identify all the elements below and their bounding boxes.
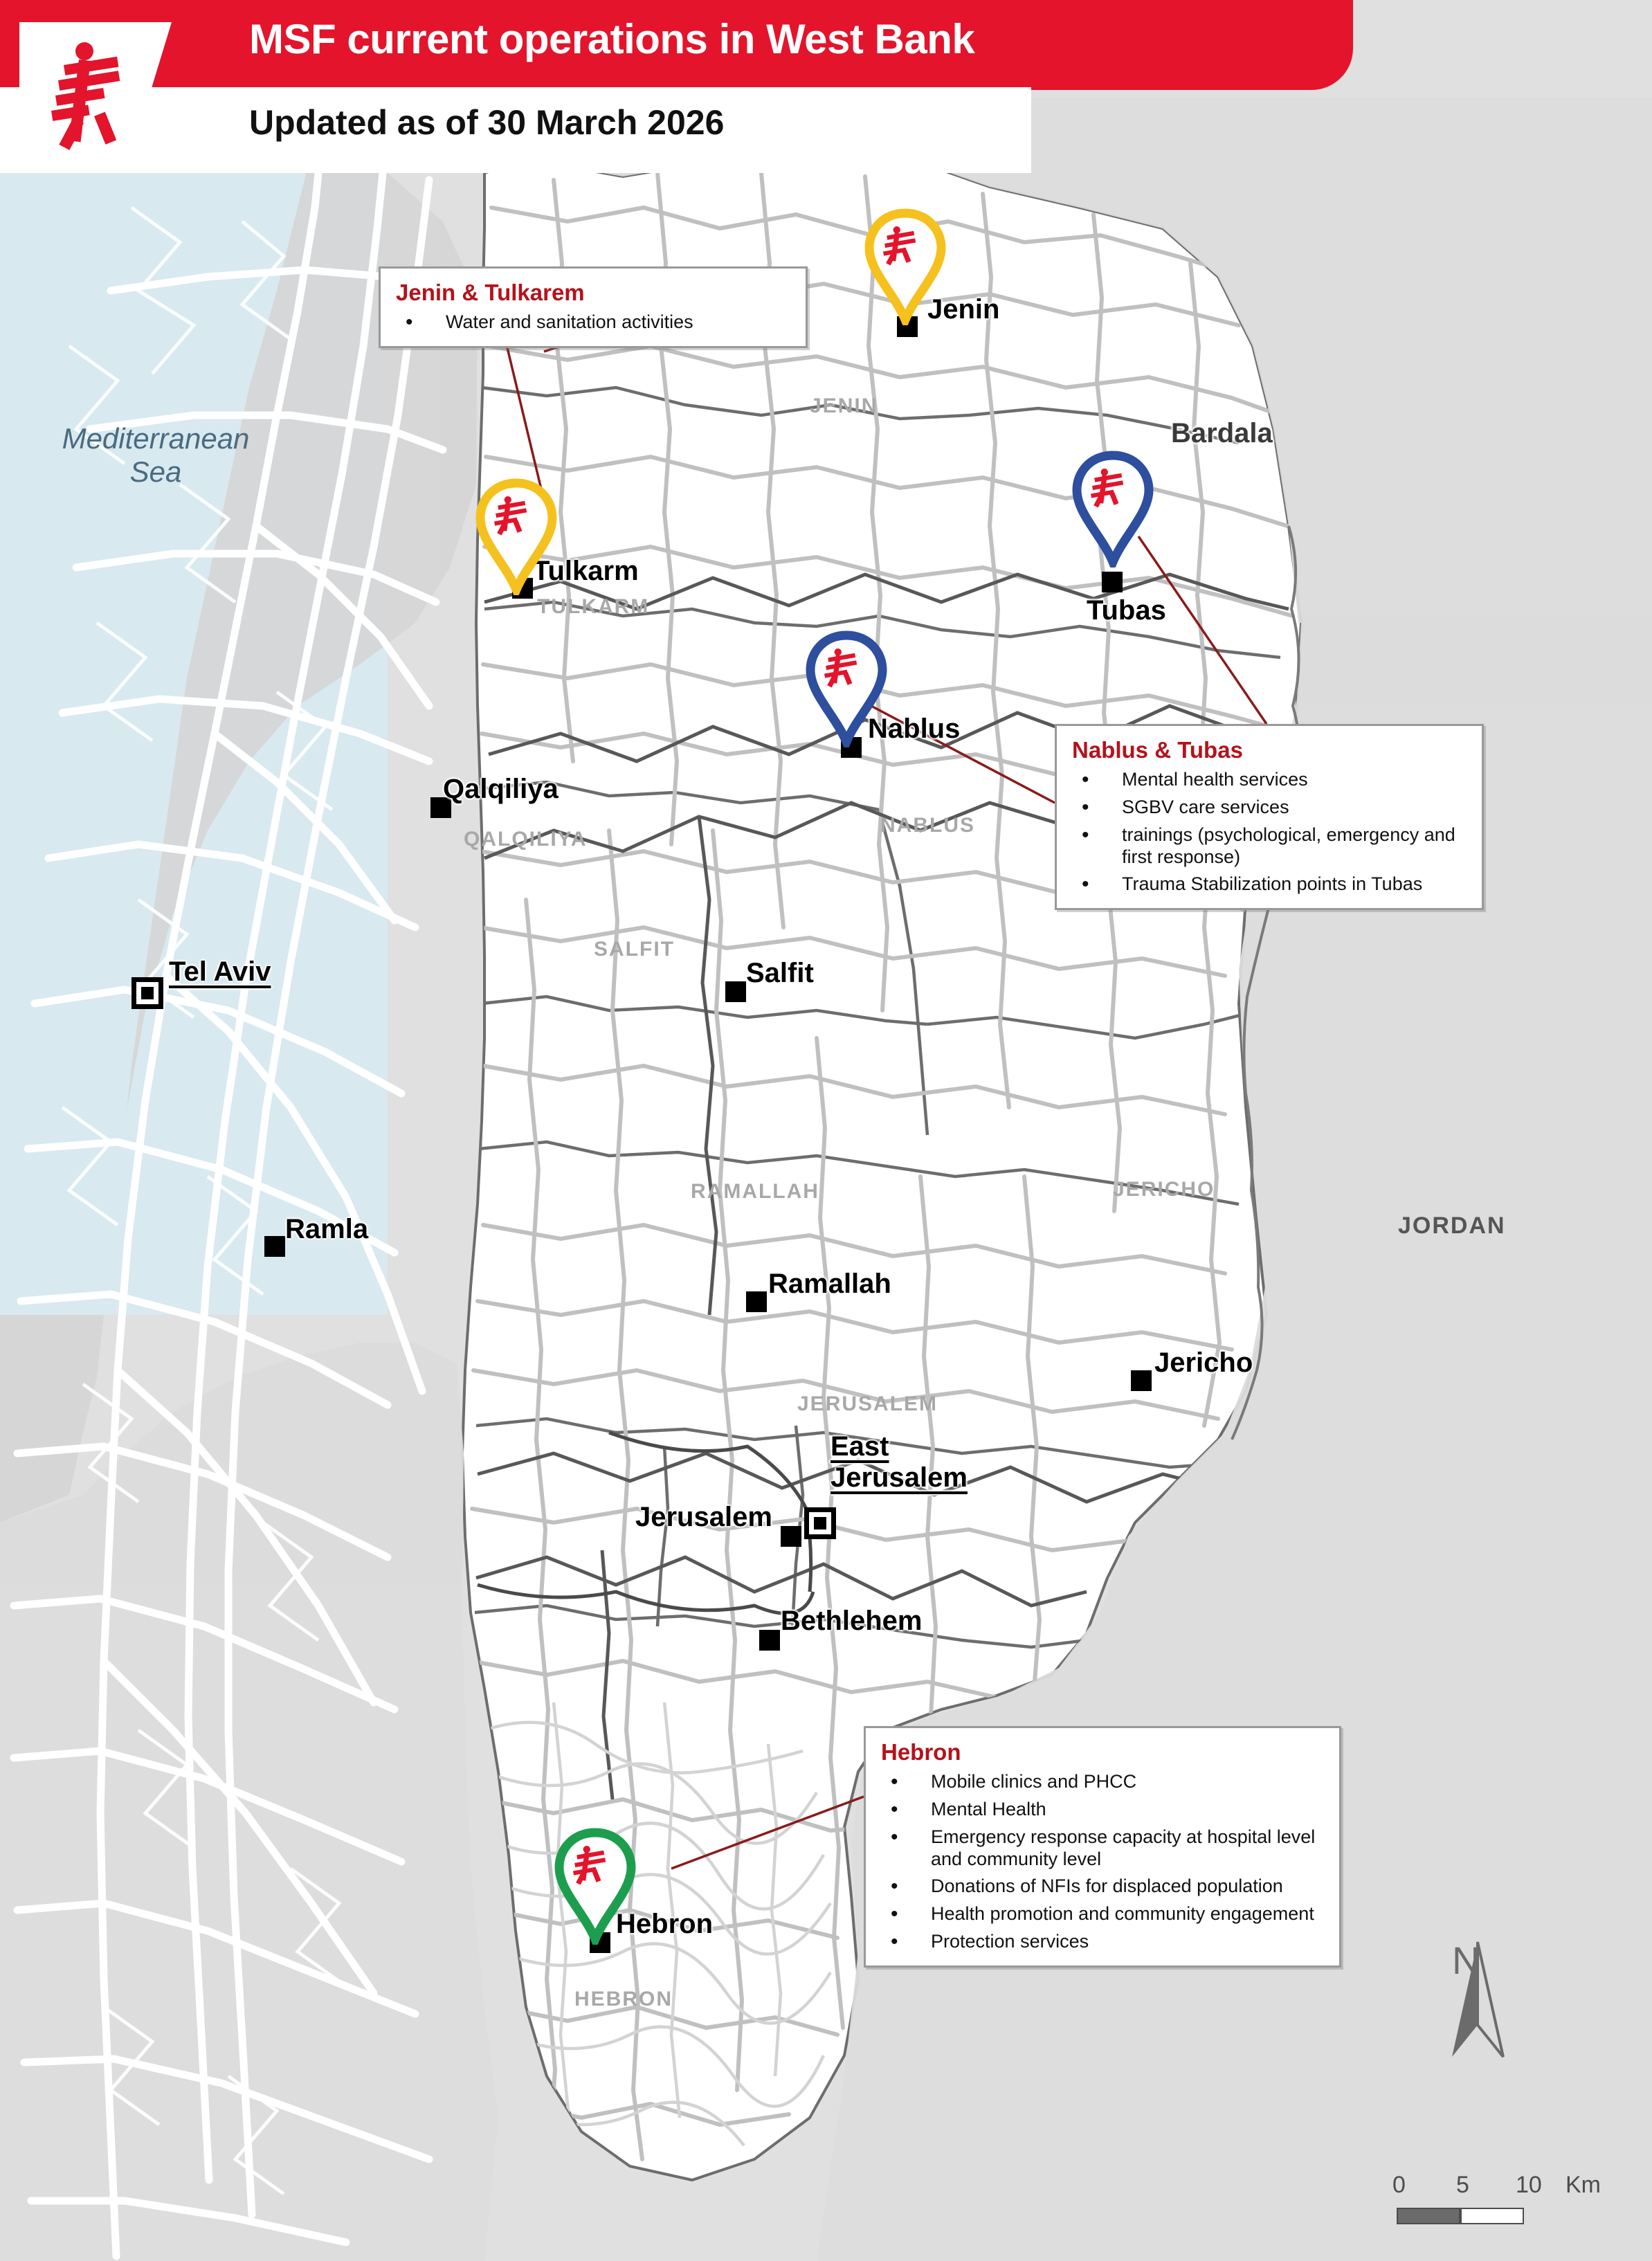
city-marker-bethlehem — [759, 1630, 780, 1651]
sea-label-mediterranean: Mediterranean Sea — [42, 422, 270, 489]
district-label-qalqiliya: QALQILIYA — [464, 828, 588, 851]
msf-pin-hebron[interactable] — [554, 1827, 637, 1951]
city-label-qalqiliya: Qalqiliya — [443, 774, 559, 804]
callout-title: Hebron — [881, 1739, 961, 1765]
city-label-jenin: Jenin — [927, 294, 1000, 325]
city-label-bardala: Bardala — [1171, 418, 1273, 448]
callout-nablus-tubas[interactable]: Nablus & Tubas Mental health services SG… — [1055, 724, 1484, 911]
capital-marker-tel-aviv — [131, 977, 163, 1009]
israel-local-streets — [61, 206, 347, 2196]
callout-jenin-tulkarem[interactable]: Jenin & Tulkarem Water and sanitation ac… — [379, 266, 808, 348]
header-red-band — [0, 0, 1353, 90]
callout-title: Nablus & Tubas — [1072, 737, 1243, 763]
city-label-ramla: Ramla — [285, 1214, 369, 1244]
israel-road-network — [10, 100, 447, 2260]
callout-item: Emergency response capacity at hospital … — [881, 1825, 1324, 1871]
capital-marker-east-jerusalem — [804, 1507, 836, 1539]
callout-item: Trauma Stabilization points in Tubas — [1072, 872, 1467, 896]
msf-pin-tulkarm[interactable] — [475, 478, 558, 601]
header-white-band — [0, 87, 1031, 173]
callout-item: Protection services — [881, 1929, 1324, 1954]
district-label-jericho: JERICHO — [1113, 1178, 1215, 1201]
scale-segment-light — [1460, 2208, 1524, 2224]
callout-item: Mental health services — [1072, 768, 1467, 792]
msf-pin-nablus[interactable] — [805, 630, 888, 754]
city-marker-ramallah — [746, 1291, 767, 1312]
scale-tick-0: 0 — [1392, 2172, 1406, 2198]
district-label-hebron: HEBRON — [574, 1988, 673, 2010]
city-label-ramallah: Ramallah — [768, 1269, 891, 1299]
city-label-bethlehem: Bethlehem — [781, 1606, 923, 1636]
scale-unit: Km — [1565, 2172, 1601, 2198]
city-marker-jericho — [1131, 1370, 1152, 1391]
district-label-jenin: JENIN — [810, 394, 878, 417]
city-marker-qalqiliya — [430, 797, 451, 818]
country-label-jordan: JORDAN — [1398, 1213, 1506, 1239]
east-jerusalem-line1: East — [830, 1431, 889, 1462]
city-label-jerusalem: Jerusalem — [635, 1502, 772, 1532]
callout-item: trainings (psychological, emergency and … — [1072, 823, 1467, 869]
north-arrow-icon — [1440, 1938, 1516, 2066]
msf-pin-tubas[interactable] — [1071, 450, 1154, 574]
callout-item: Health promotion and community engagemen… — [881, 1902, 1324, 1926]
district-label-nablus: NABLUS — [880, 814, 975, 837]
sea-label-line2: Sea — [129, 455, 182, 489]
scale-segment-dark — [1397, 2208, 1460, 2224]
scale-tick-10: 10 — [1516, 2172, 1542, 2198]
callout-item: Mobile clinics and PHCC — [881, 1770, 1324, 1794]
callout-item: Mental Health — [881, 1797, 1324, 1822]
msf-logo-icon — [51, 42, 120, 150]
city-marker-tubas — [1102, 572, 1123, 592]
city-label-tel-aviv: Tel Aviv — [169, 956, 271, 987]
district-label-tulkarm: TULKARM — [537, 595, 650, 618]
separation-line — [477, 1431, 815, 1615]
city-marker-ramla — [264, 1236, 285, 1257]
callout-list: Mobile clinics and PHCC Mental Health Em… — [881, 1770, 1324, 1954]
callout-hebron[interactable]: Hebron Mobile clinics and PHCC Mental He… — [864, 1726, 1341, 1968]
map-header: MSF current operations in West Bank Upda… — [0, 0, 1353, 173]
city-marker-salfit — [725, 981, 746, 1002]
msf-pin-jenin[interactable] — [864, 208, 947, 332]
page-title: MSF current operations in West Bank — [249, 16, 975, 62]
district-label-ramallah: RAMALLAH — [691, 1180, 819, 1203]
callout-list: Water and sanitation activities — [396, 310, 790, 334]
city-label-jericho: Jericho — [1154, 1347, 1253, 1378]
sea-label-line1: Mediterranean — [62, 422, 250, 455]
page-subtitle: Updated as of 30 March 2026 — [249, 103, 725, 142]
west-bank-road-network — [469, 171, 1298, 2161]
callout-list: Mental health services SGBV care service… — [1072, 768, 1467, 897]
east-jerusalem-line2: Jerusalem — [830, 1462, 968, 1493]
city-label-tubas: Tubas — [1087, 595, 1166, 626]
city-label-east-jerusalem: East Jerusalem — [830, 1431, 968, 1493]
scale-bar — [1397, 2208, 1524, 2224]
city-label-hebron: Hebron — [616, 1909, 713, 1939]
callout-item: SGBV care services — [1072, 795, 1467, 819]
scale-tick-5: 5 — [1456, 2172, 1469, 2198]
callout-title: Jenin & Tulkarem — [396, 280, 585, 305]
callout-item: Water and sanitation activities — [396, 310, 790, 334]
jordan-river-boundary — [1231, 525, 1302, 1440]
city-marker-jerusalem — [781, 1526, 801, 1547]
callout-item: Donations of NFIs for displaced populati… — [881, 1874, 1324, 1898]
city-label-salfit: Salfit — [746, 958, 814, 988]
district-label-salfit: SALFIT — [594, 938, 675, 961]
city-label-tulkarm: Tulkarm — [533, 556, 639, 586]
district-label-jerusalem: JERUSALEM — [797, 1392, 938, 1415]
